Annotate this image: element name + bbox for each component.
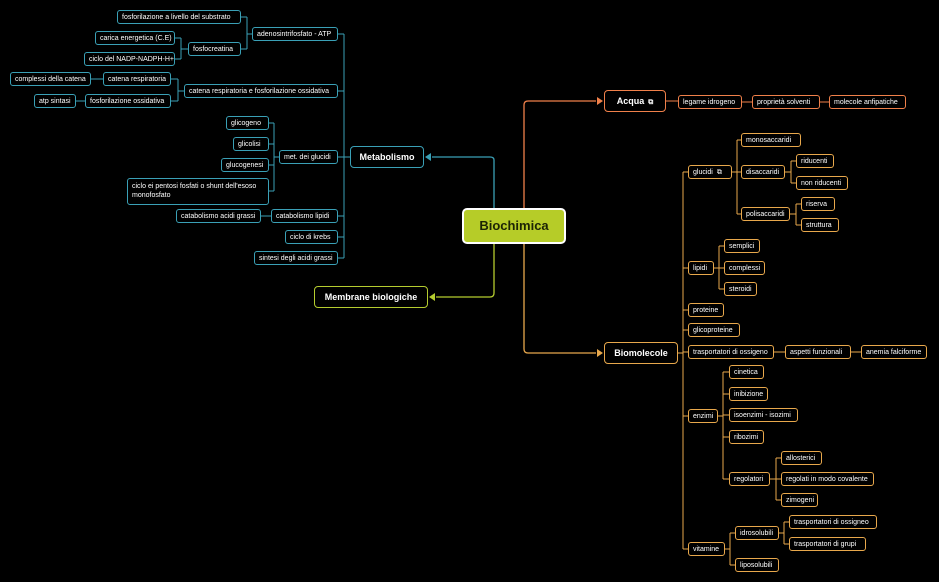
node-isoenzimi[interactable]: isoenzimi - isozimi: [729, 408, 798, 422]
node-non-riducenti[interactable]: non riducenti: [796, 176, 848, 190]
connector-arrowhead: [425, 153, 431, 161]
node-complessi[interactable]: complessi: [724, 261, 765, 275]
node-catabolismo-lipidi[interactable]: catabolismo lipidi: [271, 209, 338, 223]
node-carica-energetica[interactable]: carica energetica (C.E): [95, 31, 175, 45]
node-glicoproteine[interactable]: glicoproteine: [688, 323, 740, 337]
node-aspetti-funzionali[interactable]: aspetti funzionali: [785, 345, 851, 359]
node-catena-fosforilazione[interactable]: catena respiratoria e fosforilazione oss…: [184, 84, 338, 98]
node-enzimi[interactable]: enzimi: [688, 409, 718, 423]
node-glucidi-label: glucidi: [693, 169, 713, 176]
node-proteine[interactable]: proteine: [688, 303, 724, 317]
node-vitamine[interactable]: vitamine: [688, 542, 725, 556]
node-met-glucidi[interactable]: met. dei glucidi: [279, 150, 338, 164]
node-fosforilazione-ossidativa[interactable]: fosforilazione ossidativa: [85, 94, 171, 108]
node-liposolubili[interactable]: liposolubili: [735, 558, 779, 572]
topic-biomolecole[interactable]: Biomolecole: [604, 342, 678, 364]
node-pentosi-fosfati[interactable]: ciclo ei pentosi fosfati o shunt dell'es…: [127, 178, 269, 205]
node-cinetica[interactable]: cinetica: [729, 365, 764, 379]
node-catena-respiratoria[interactable]: catena respiratoria: [103, 72, 171, 86]
connector-arrowhead: [597, 97, 603, 105]
node-steroidi[interactable]: steroidi: [724, 282, 757, 296]
topic-acqua-label: Acqua: [616, 96, 645, 106]
connector-line: [523, 100, 596, 208]
node-proprieta-solventi[interactable]: proprietà solventi: [752, 95, 820, 109]
node-riducenti[interactable]: riducenti: [796, 154, 834, 168]
node-zimogeni[interactable]: zimogeni: [781, 493, 818, 507]
node-molecole-anfipatiche[interactable]: molecole anfipatiche: [829, 95, 906, 109]
node-polisaccaridi[interactable]: polisaccaridi: [741, 207, 790, 221]
node-ciclo-nadp[interactable]: ciclo del NADP-NADPH-H+: [84, 52, 175, 66]
node-fosfocreatina[interactable]: fosfocreatina: [188, 42, 241, 56]
node-sintesi-acidi-grassi[interactable]: sintesi degli acidi grassi: [254, 251, 338, 265]
connector-arrowhead: [429, 293, 435, 301]
node-catabolismo-acidi-grassi[interactable]: catabolismo acidi grassi: [176, 209, 261, 223]
linked-topic-icon: ⧉: [648, 99, 654, 106]
topic-acqua[interactable]: Acqua⧉: [604, 90, 666, 112]
node-ribozimi[interactable]: ribozimi: [729, 430, 764, 444]
node-atp-sintasi[interactable]: atp sintasi: [34, 94, 76, 108]
node-complessi-catena[interactable]: complessi della catena: [10, 72, 91, 86]
topic-membrane-biologiche[interactable]: Membrane biologiche: [314, 286, 428, 308]
linked-topic-icon: ⧉: [716, 169, 722, 176]
node-anemia-falciforme[interactable]: anemia falciforme: [861, 345, 927, 359]
node-ciclo-krebs[interactable]: ciclo di krebs: [285, 230, 338, 244]
node-lipidi[interactable]: lipidi: [688, 261, 714, 275]
connector-line: [523, 244, 596, 354]
connector-arrowhead: [597, 349, 603, 357]
connector-line: [432, 156, 495, 208]
node-regolatori[interactable]: regolatori: [729, 472, 770, 486]
node-trasportatori-ossigeno[interactable]: trasportatori di ossigeno: [688, 345, 774, 359]
node-atp[interactable]: adenosintrifosfato - ATP: [252, 27, 338, 41]
node-disaccaridi[interactable]: disaccaridi: [741, 165, 785, 179]
node-riserva[interactable]: riserva: [801, 197, 835, 211]
node-allosterici[interactable]: allosterici: [781, 451, 822, 465]
node-glucidi[interactable]: glucidi⧉: [688, 165, 732, 179]
node-monosaccaridi[interactable]: monosaccaridi: [741, 133, 801, 147]
node-struttura[interactable]: struttura: [801, 218, 839, 232]
node-inibizione[interactable]: inibizione: [729, 387, 768, 401]
node-glicogeno[interactable]: glicogeno: [226, 116, 269, 130]
node-vit-trasportatori-grupi[interactable]: trasportatori di grupi: [789, 537, 866, 551]
node-legame-idrogeno[interactable]: legame idrogeno: [678, 95, 742, 109]
node-idrosolubili[interactable]: idrosolubili: [735, 526, 779, 540]
connector-line: [436, 244, 495, 298]
node-fosforilazione-substrato[interactable]: fosforilazione a livello del substrato: [117, 10, 241, 24]
node-glicolisi[interactable]: glicolisi: [233, 137, 269, 151]
root-topic-biochimica[interactable]: Biochimica: [462, 208, 566, 244]
node-glucogenesi[interactable]: glucogenesi: [221, 158, 269, 172]
topic-metabolismo[interactable]: Metabolismo: [350, 146, 424, 168]
node-regolati-covalente[interactable]: regolati in modo covalente: [781, 472, 874, 486]
node-semplici[interactable]: semplici: [724, 239, 760, 253]
node-vit-trasportatori-ossigneo[interactable]: trasportatori di ossigneo: [789, 515, 877, 529]
